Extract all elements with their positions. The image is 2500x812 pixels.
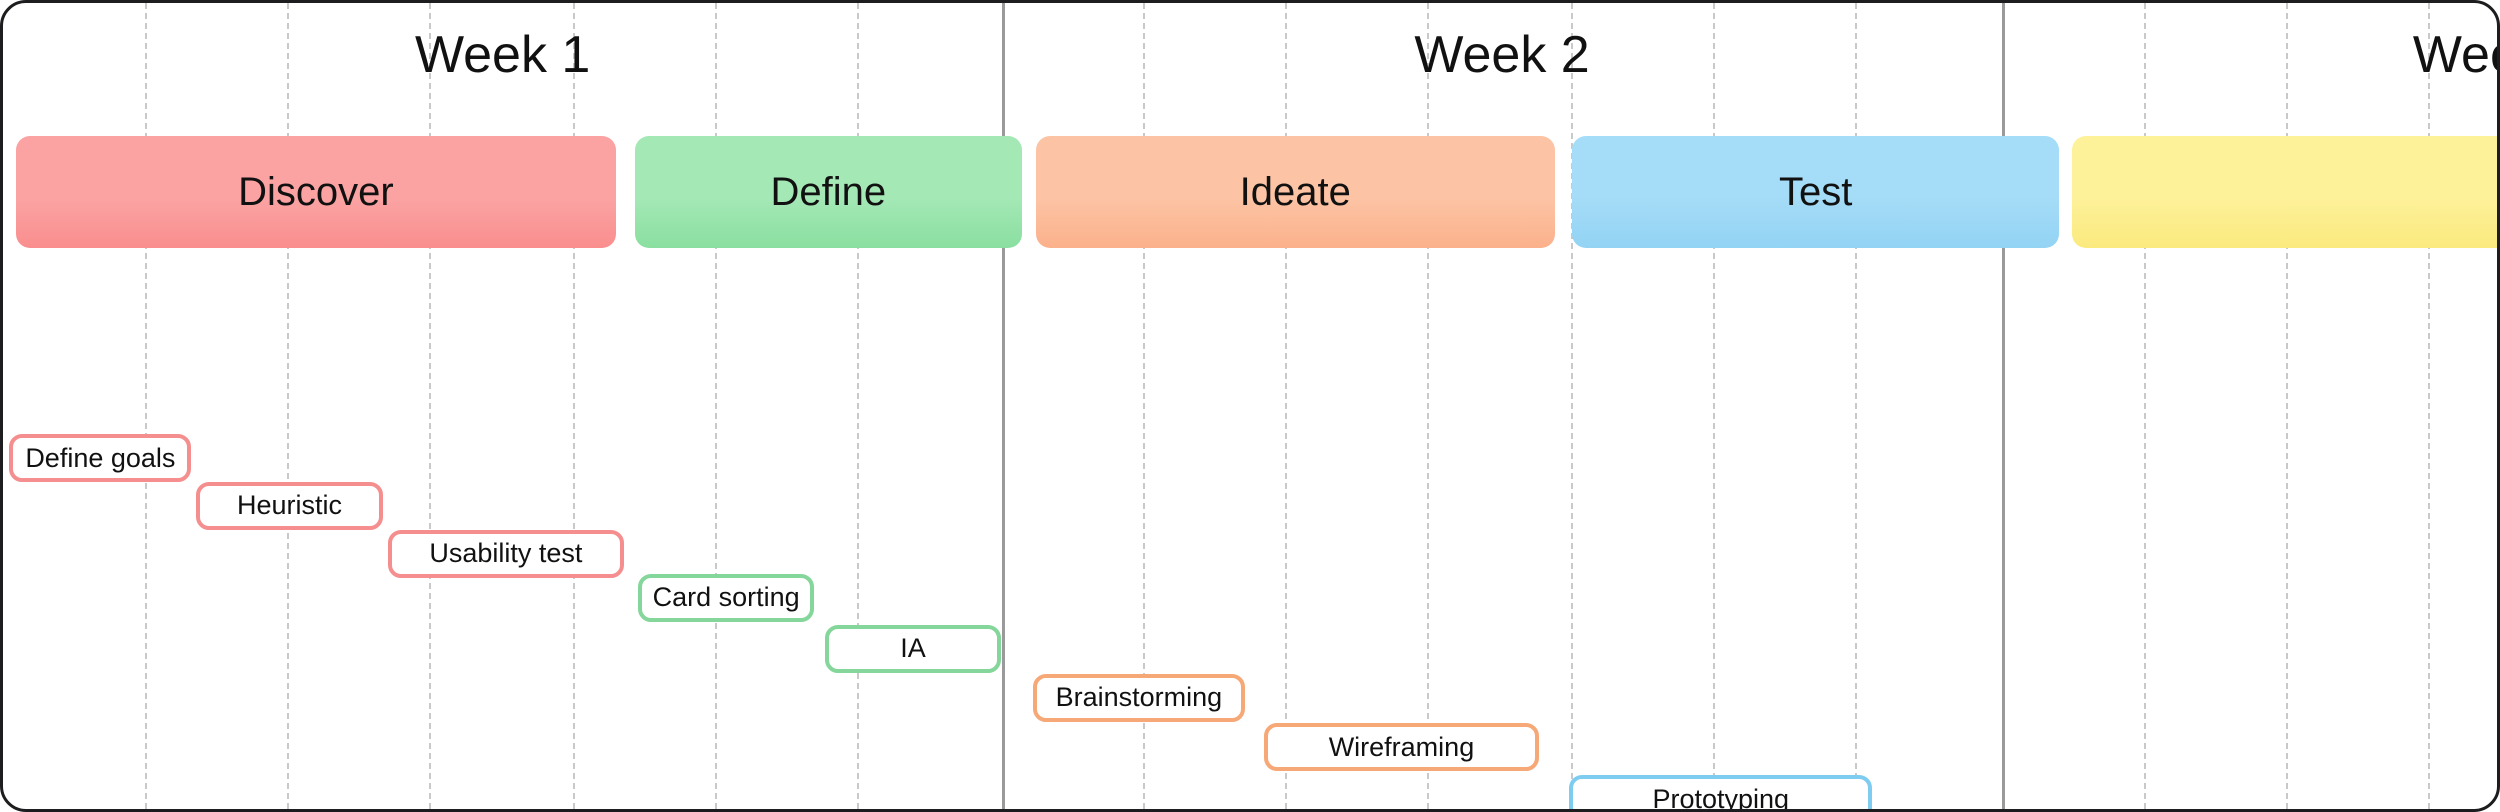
phase-bar-iterate[interactable]: Iterate: [2071, 136, 2497, 248]
day-gridline: [2143, 3, 2146, 809]
task-pill[interactable]: Wireframing: [1264, 723, 1539, 772]
week-header-3: Week 3: [2002, 13, 2497, 97]
task-pill-label: Wireframing: [1328, 731, 1475, 762]
task-pill-label: Card sorting: [652, 582, 800, 613]
day-gridline: [1712, 3, 1715, 809]
task-pill[interactable]: Prototyping: [1569, 775, 1873, 812]
week-header-label: Week 1: [415, 26, 591, 84]
week-header-2: Week 2: [1002, 13, 2001, 97]
day-gridline: [1284, 3, 1287, 809]
phase-bar-discover[interactable]: Discover: [15, 136, 617, 248]
phase-bar-test[interactable]: Test: [1572, 136, 2060, 248]
day-gridline: [1854, 3, 1857, 809]
phase-bar-label: Define: [770, 169, 887, 214]
task-pill-label: Define goals: [25, 442, 176, 473]
task-pill-label: IA: [900, 633, 926, 664]
phase-bar-ideate[interactable]: Ideate: [1035, 136, 1555, 248]
task-pill[interactable]: Brainstorming: [1032, 673, 1245, 722]
week-header-1: Week 1: [3, 13, 1002, 97]
day-gridline: [715, 3, 717, 809]
day-gridline: [572, 3, 575, 809]
task-pill[interactable]: Heuristic: [196, 481, 383, 530]
task-pill[interactable]: Card sorting: [638, 573, 814, 622]
phase-bar-label: Discover: [238, 169, 394, 214]
day-gridline: [2285, 3, 2288, 809]
phase-bar-label: Ideate: [1239, 169, 1351, 214]
day-gridline: [145, 3, 148, 809]
grid-layer: [3, 3, 2497, 809]
week-divider: [1002, 3, 1006, 809]
day-gridline: [1570, 3, 1573, 809]
task-pill-label: Prototyping: [1652, 783, 1790, 812]
task-pill-label: Usability test: [429, 538, 583, 569]
phase-bar-define[interactable]: Define: [635, 136, 1022, 248]
day-gridline: [429, 3, 432, 809]
week-header-label: Week 2: [1414, 26, 1590, 84]
week-divider: [2001, 3, 2005, 809]
day-gridline: [857, 3, 860, 809]
task-pill[interactable]: Usability test: [387, 529, 624, 578]
day-gridline: [1427, 3, 1429, 809]
task-pill[interactable]: IA: [825, 624, 1001, 673]
week-header-label: Week 3: [2412, 26, 2497, 84]
task-pill-label: Brainstorming: [1055, 682, 1223, 713]
phase-bar-label: Test: [1779, 169, 1853, 214]
task-pill[interactable]: Define goals: [9, 434, 192, 483]
task-pill-label: Heuristic: [237, 490, 343, 521]
day-gridline: [2427, 3, 2430, 809]
day-gridline: [287, 3, 290, 809]
